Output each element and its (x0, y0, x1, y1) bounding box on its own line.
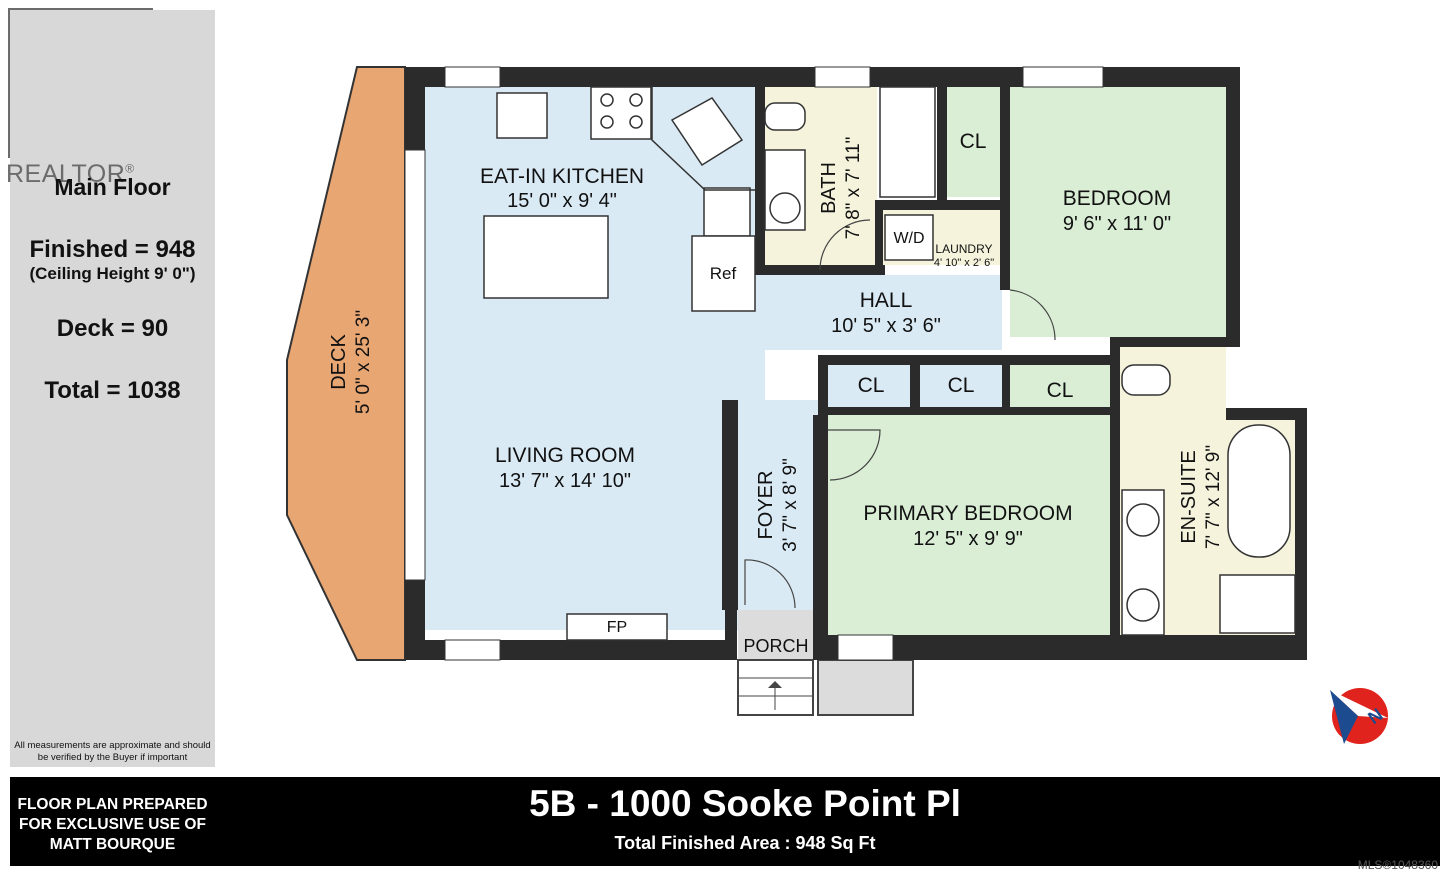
bedroom-dims: 9' 6" x 11' 0" (1063, 213, 1171, 235)
footer-bar: FLOOR PLAN PREPARED FOR EXCLUSIVE USE OF… (10, 777, 1440, 866)
laundry-label: LAUNDRY (935, 242, 992, 256)
deck-area: Deck = 90 (56, 315, 169, 342)
foyer-label: FOYER (755, 471, 777, 540)
prepared-for: FLOOR PLAN PREPARED FOR EXCLUSIVE USE OF… (17, 796, 208, 853)
finished-area: Finished = 948 (29, 236, 196, 263)
compass-icon: N (1330, 688, 1388, 744)
hall-dims: 10' 5" x 3' 6" (831, 315, 941, 337)
primary-bedroom-label: PRIMARY BEDROOM (863, 502, 1072, 525)
kitchen-label: EAT-IN KITCHEN (480, 165, 644, 188)
fridge-label: Ref (710, 264, 737, 283)
deck-label: DECK (328, 334, 350, 390)
living-dims: 13' 7" x 14' 10" (499, 470, 631, 492)
floor-plan: EAT-IN KITCHEN 15' 0" x 9' 4" LIVING ROO… (286, 66, 1388, 744)
closet-label-hall-2: CL (948, 374, 975, 397)
mls-number: MLS®1048360 (1357, 858, 1438, 872)
bath-dims: 7' 8" x 7' 11" (843, 137, 864, 240)
kitchen-dims: 15' 0" x 9' 4" (507, 190, 617, 212)
laundry-dims: 4' 10" x 2' 6" (934, 257, 994, 269)
ensuite-label: EN-SUITE (1178, 450, 1200, 543)
bedroom-label: BEDROOM (1063, 187, 1172, 210)
living-label: LIVING ROOM (495, 444, 635, 467)
floor-title: Main Floor (54, 174, 171, 200)
foyer-dims: 3' 7" x 8' 9" (780, 458, 801, 552)
hall-label: HALL (860, 289, 913, 312)
realtor-logo-text: REALTOR® (6, 160, 135, 188)
deck-dims: 5' 0" x 25' 3" (353, 310, 374, 414)
bath-label: BATH (818, 162, 840, 214)
washer-dryer-label: W/D (893, 230, 924, 247)
disclaimer: All measurements are approximate and sho… (14, 740, 211, 763)
ceiling-height: (Ceiling Height 9' 0") (29, 264, 196, 283)
fireplace-label: FP (607, 619, 627, 636)
total-area: Total = 1038 (44, 377, 181, 404)
closet-label-bedroom: CL (960, 130, 987, 153)
porch-label: PORCH (743, 636, 808, 656)
ensuite-dims: 7' 7" x 12' 9" (1203, 445, 1224, 549)
property-address: 5B - 1000 Sooke Point Pl (529, 783, 961, 824)
closet-label-hall-1: CL (858, 374, 885, 397)
closet-label-primary: CL (1047, 379, 1074, 402)
summary-panel (10, 10, 215, 767)
primary-bedroom-dims: 12' 5" x 9' 9" (913, 528, 1023, 550)
total-finished-area: Total Finished Area : 948 Sq Ft (614, 833, 876, 853)
